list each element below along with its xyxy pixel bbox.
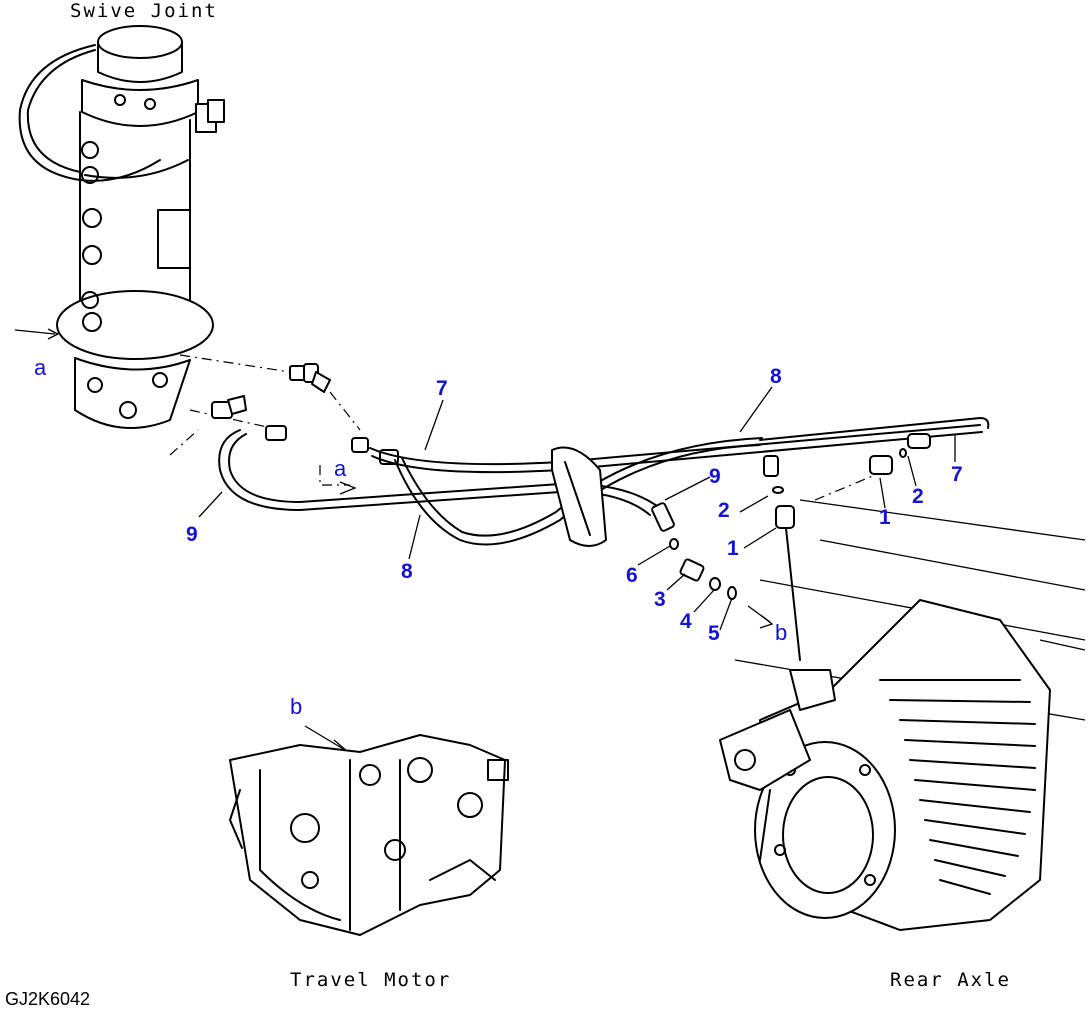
callout-b-right: b (775, 620, 788, 645)
travel-motor-drawing (229, 734, 509, 936)
hose-lines (218, 417, 990, 661)
leader-lines (198, 386, 956, 753)
callout-2-mid: 2 (718, 499, 730, 522)
callout-3: 3 (654, 588, 666, 611)
callout-a-left: a (34, 355, 47, 380)
small-fittings (669, 448, 907, 600)
swivel-joint-caption: Swive Joint (70, 0, 218, 22)
callout-5: 5 (708, 622, 720, 645)
callout-9-right: 9 (709, 465, 721, 488)
callout-6: 6 (626, 564, 638, 587)
drawing-code: GJ2K6042 (5, 989, 91, 1009)
callout-7-right: 7 (951, 463, 963, 486)
callout-2-right: 2 (912, 485, 924, 508)
callout-7-top: 7 (436, 377, 448, 400)
rear-axle-drawing (719, 499, 1086, 931)
callout-8-top: 8 (770, 365, 782, 388)
swivel-joint-drawing (14, 25, 225, 429)
callout-9-left: 9 (186, 523, 198, 546)
travel-motor-caption: Travel Motor (290, 969, 452, 991)
rear-axle-caption: Rear Axle (890, 969, 1011, 991)
callout-b-motor: b (290, 694, 303, 719)
callout-a-mid: a (334, 456, 347, 481)
callout-4: 4 (680, 610, 692, 633)
callout-8-bottom: 8 (401, 560, 413, 583)
swivel-fittings (211, 363, 399, 465)
callout-1-right: 1 (879, 506, 891, 529)
callout-1-mid: 1 (727, 537, 739, 560)
